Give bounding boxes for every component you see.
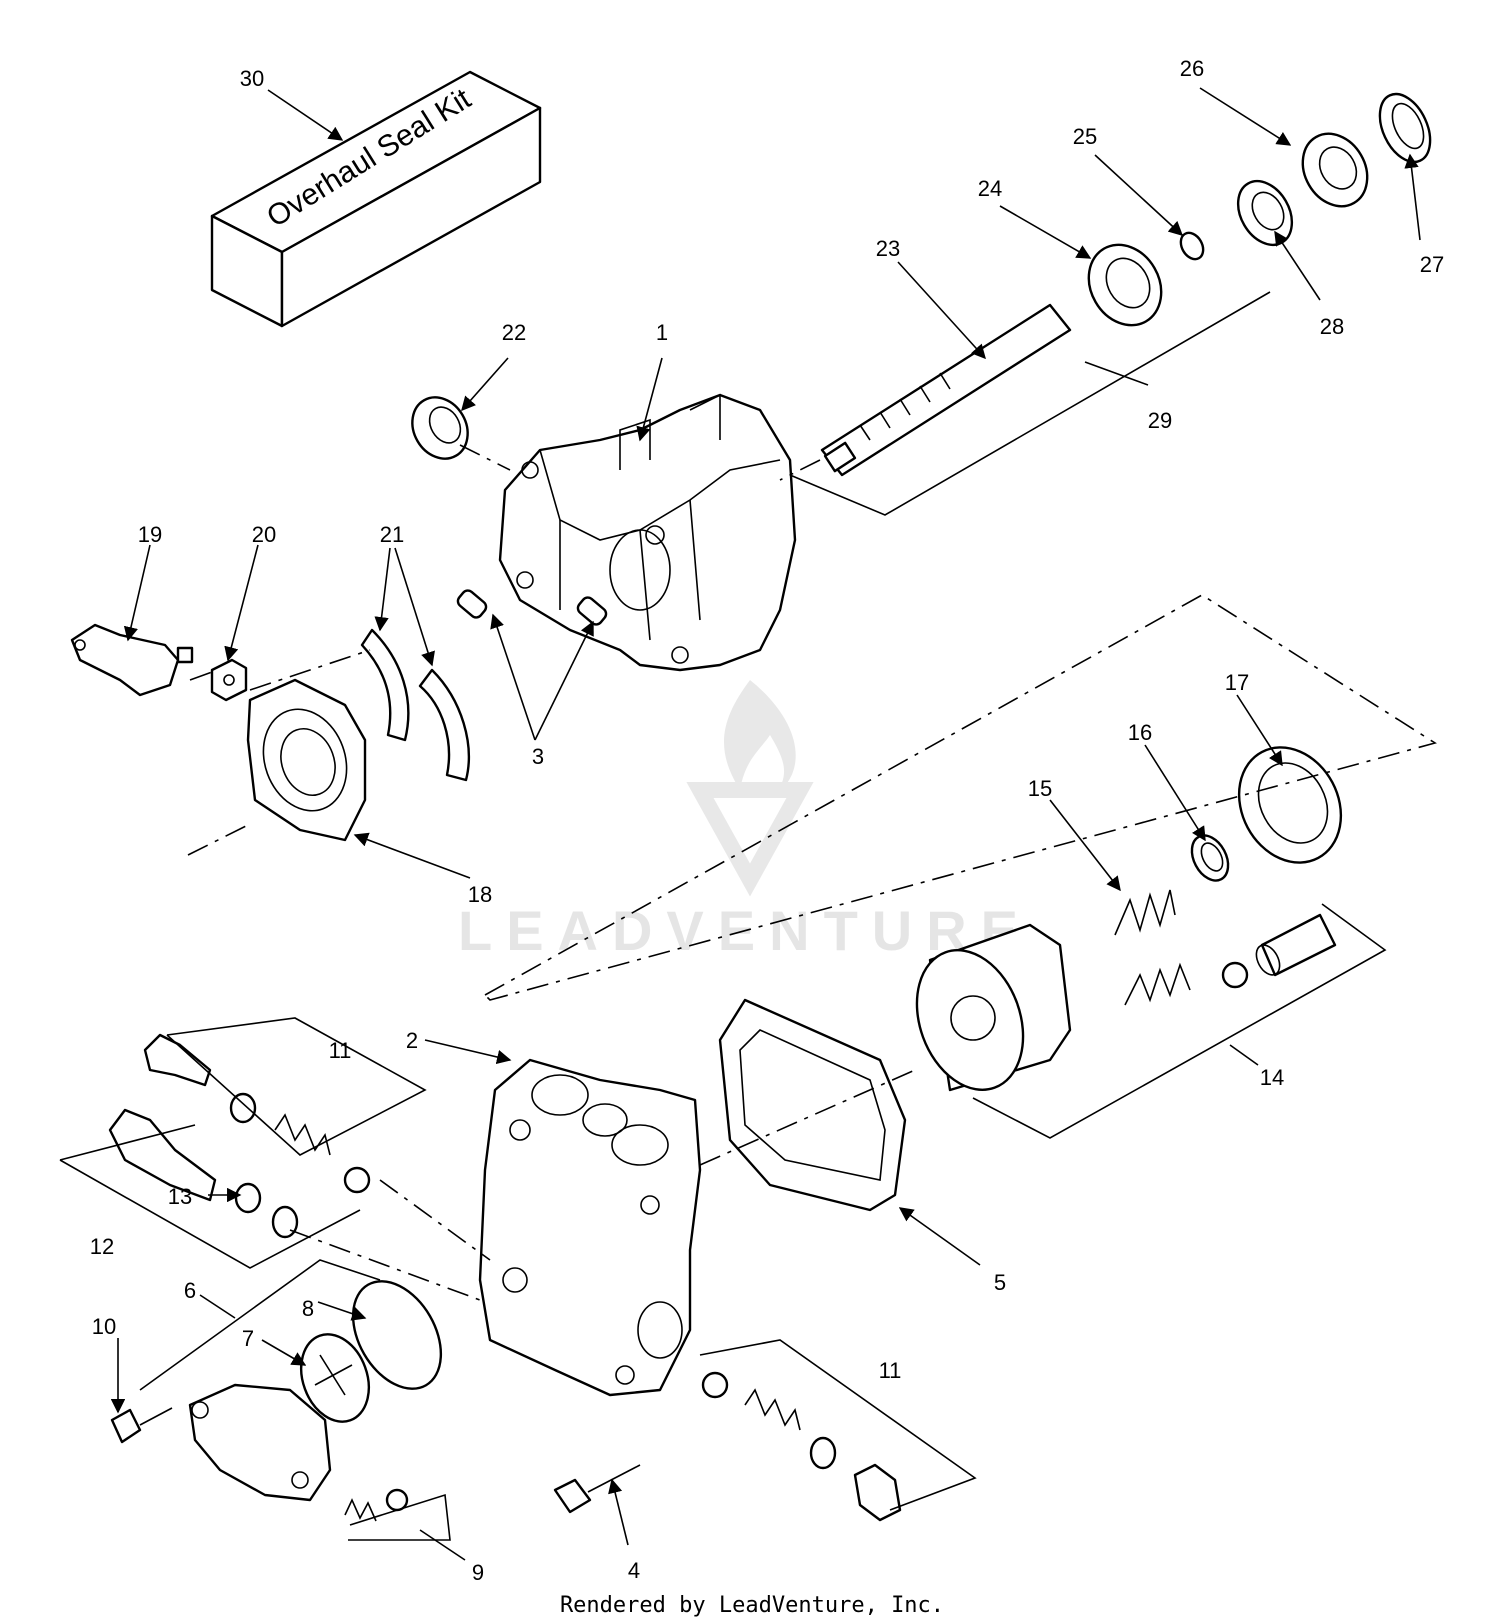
callout-13: 13 xyxy=(168,1184,192,1209)
callout-21: 21 xyxy=(380,522,404,547)
thrust-bearing-17[interactable] xyxy=(1219,729,1360,880)
callout-12: 12 xyxy=(90,1234,114,1259)
callout-14: 14 xyxy=(1260,1065,1284,1090)
callout-10: 10 xyxy=(92,1314,116,1339)
o-ring-8[interactable] xyxy=(335,1266,459,1404)
callout-16: 16 xyxy=(1128,720,1152,745)
callout-9: 9 xyxy=(472,1560,484,1585)
control-lever-19[interactable] xyxy=(70,623,194,697)
retaining-ring-27[interactable] xyxy=(1370,86,1440,170)
ball-bearing-24[interactable] xyxy=(1075,232,1176,339)
callout-17: 17 xyxy=(1225,670,1249,695)
leader-lines xyxy=(110,87,1421,1561)
callout-labels: 30 22 1 23 24 25 26 27 28 29 19 20 21 3 … xyxy=(90,56,1444,1585)
callout-25: 25 xyxy=(1073,124,1097,149)
callout-26: 26 xyxy=(1180,56,1204,81)
callout-7: 7 xyxy=(242,1326,254,1351)
callout-4: 4 xyxy=(628,1558,640,1583)
callout-11-lower: 11 xyxy=(879,1358,902,1383)
spring-15[interactable] xyxy=(1114,889,1176,936)
callout-27: 27 xyxy=(1420,252,1444,277)
snap-ring-25[interactable] xyxy=(1176,229,1207,263)
watermark-logo: LEADVENTURE xyxy=(458,680,1032,962)
input-shaft-23[interactable] xyxy=(820,303,1072,477)
washer-28[interactable] xyxy=(1227,172,1303,255)
charge-pump-cover-6[interactable] xyxy=(188,1383,332,1502)
center-section-2[interactable] xyxy=(478,1058,702,1397)
gerotor-7[interactable] xyxy=(290,1325,381,1431)
cylinder-block-14[interactable] xyxy=(898,913,1337,1105)
callout-24: 24 xyxy=(978,176,1002,201)
gasket-5[interactable] xyxy=(718,998,907,1212)
callout-30: 30 xyxy=(240,66,264,91)
dowel-pins-3[interactable] xyxy=(455,588,608,627)
watermark-text: LEADVENTURE xyxy=(458,899,1032,962)
footer-credit: Rendered by LeadVenture, Inc. xyxy=(560,1593,944,1618)
callout-6: 6 xyxy=(184,1278,196,1303)
callout-3: 3 xyxy=(532,744,544,769)
overhaul-seal-kit-box[interactable]: Overhaul Seal Kit xyxy=(210,70,542,328)
bypass-valve-12[interactable] xyxy=(108,1108,299,1239)
washer-16[interactable] xyxy=(1185,829,1236,886)
slider-block-20[interactable] xyxy=(210,658,248,702)
callout-11-upper: 11 xyxy=(329,1038,352,1063)
callout-19: 19 xyxy=(138,522,162,547)
seal-26[interactable] xyxy=(1290,122,1380,218)
callout-18: 18 xyxy=(468,882,492,907)
callout-23: 23 xyxy=(876,236,900,261)
check-valve-kit-11-lower[interactable] xyxy=(701,1371,902,1522)
callout-2: 2 xyxy=(406,1028,418,1053)
cradle-bearings-21[interactable] xyxy=(360,628,470,782)
callout-1: 1 xyxy=(656,320,668,345)
callout-29: 29 xyxy=(1148,408,1172,433)
check-valve-kit-11-upper[interactable] xyxy=(143,1033,371,1194)
swashplate-18[interactable] xyxy=(246,678,367,842)
callout-5: 5 xyxy=(994,1270,1006,1295)
cap-screw-10[interactable] xyxy=(110,1407,173,1444)
callout-22: 22 xyxy=(502,320,526,345)
o-ring-13 xyxy=(271,1205,299,1239)
callout-15: 15 xyxy=(1028,776,1052,801)
callout-28: 28 xyxy=(1320,314,1344,339)
cap-screw-4[interactable] xyxy=(553,1464,641,1514)
callout-20: 20 xyxy=(252,522,276,547)
assembly-outlines xyxy=(59,291,1437,1541)
pump-housing-1[interactable] xyxy=(498,393,797,672)
seal-22[interactable] xyxy=(401,387,478,468)
callout-8: 8 xyxy=(302,1296,314,1321)
